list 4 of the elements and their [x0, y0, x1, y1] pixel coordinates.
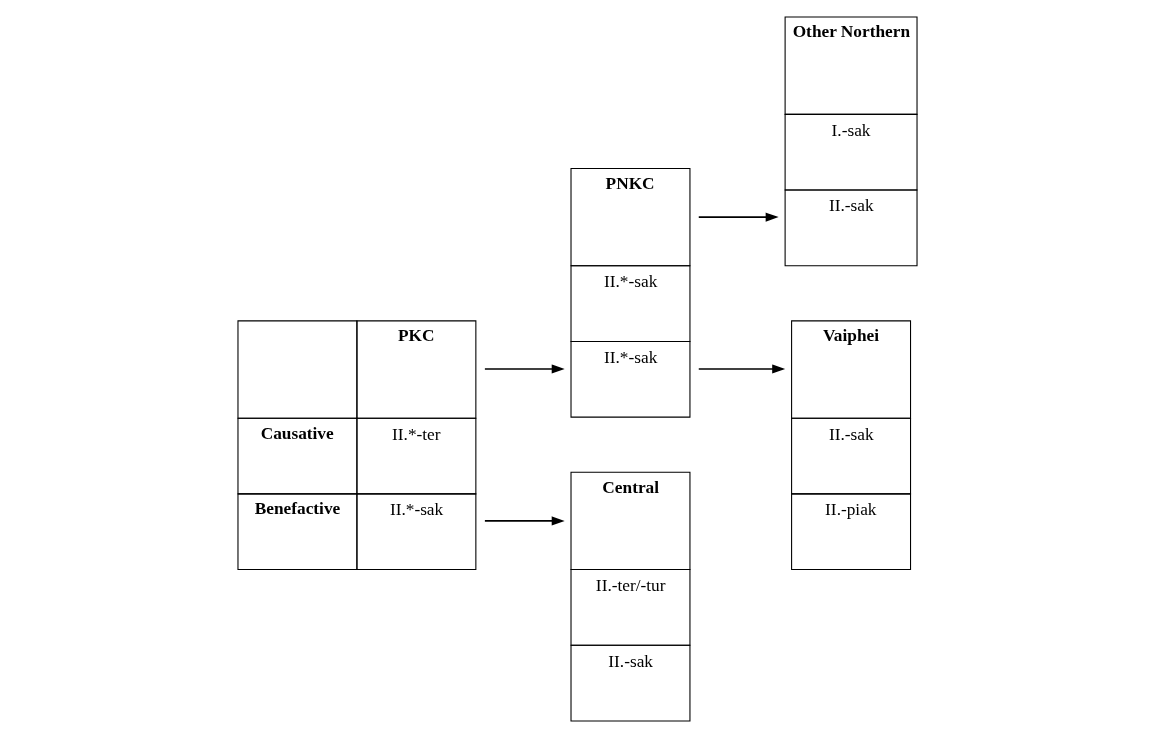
arrow — [697, 364, 785, 374]
arrow — [697, 212, 779, 222]
arrow — [483, 364, 565, 374]
arrow — [483, 516, 565, 526]
